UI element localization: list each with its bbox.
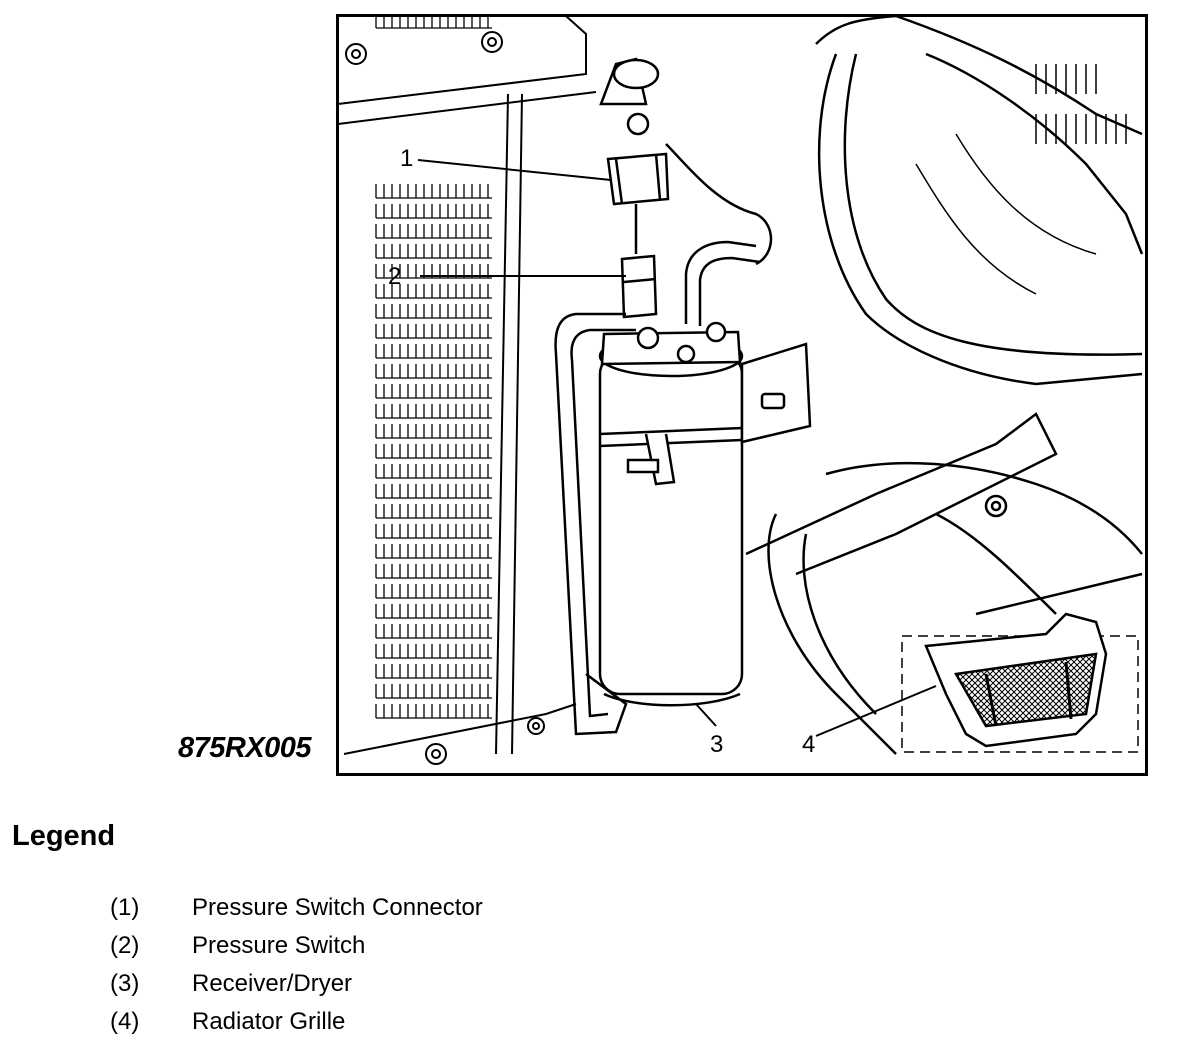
receiver-dryer: [598, 321, 744, 707]
legend-item-label: Pressure Switch: [192, 932, 366, 959]
refrigerant-lines: [554, 240, 761, 736]
figure-id-label: 875RX005: [178, 732, 312, 764]
legend-item-label: Radiator Grille: [192, 1008, 346, 1035]
radiator-grille: [901, 612, 1139, 753]
upper-panel: [337, 15, 597, 125]
component-illustration: 1 2 3 4: [336, 14, 1148, 776]
legend-title: Legend: [12, 820, 116, 852]
condenser-frame: [343, 93, 577, 755]
pressure-switch-connector: [599, 57, 773, 266]
pressure-switch: [620, 254, 658, 319]
callout-4: 4: [802, 731, 815, 758]
callout-3: 3: [710, 731, 723, 758]
condenser-fins: [375, 14, 493, 719]
legend-item-number: (4): [110, 1008, 140, 1035]
legend-item-number: (2): [110, 932, 140, 959]
legend-item-label: Pressure Switch Connector: [192, 894, 483, 921]
lower-bodywork: [745, 412, 1143, 755]
legend-item-label: Receiver/Dryer: [192, 970, 353, 997]
callout-2: 2: [388, 263, 401, 290]
callout-leaders: [417, 159, 937, 737]
lower-bolt: [425, 717, 545, 765]
mounting-bracket: [740, 342, 812, 444]
legend-item-number: (3): [110, 970, 140, 997]
legend-item-number: (1): [110, 894, 140, 921]
headlamp-housing: [815, 14, 1144, 386]
callout-1: 1: [400, 145, 413, 172]
